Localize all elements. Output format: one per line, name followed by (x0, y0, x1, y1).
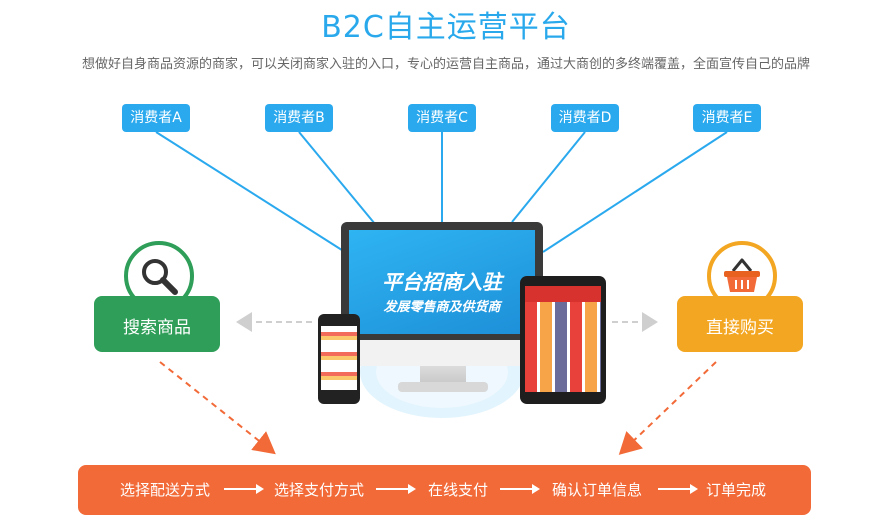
buy-to-flow-arrow (618, 361, 717, 455)
flow-step-confirm-order: 确认订单信息 (552, 481, 643, 499)
tablet-banner (525, 286, 601, 302)
consumer-line-e (542, 131, 728, 253)
flow-arrow-icon (658, 484, 698, 494)
monitor-subline: 发展零售商及供货商 (383, 300, 501, 315)
direct-buy-box: 直接购买 (677, 296, 803, 352)
consumer-line-b (298, 131, 376, 225)
consumer-c: 消费者C (408, 104, 476, 132)
consumer-d: 消费者D (551, 104, 619, 132)
search-to-flow-arrow (159, 361, 276, 455)
consumer-b: 消费者B (265, 104, 333, 132)
flow-step-complete: 订单完成 (706, 481, 767, 499)
monitor-headline: 平台招商入驻 (382, 270, 502, 294)
flow-arrow-icon (500, 484, 540, 494)
consumer-line-a (155, 131, 346, 253)
search-product-box: 搜索商品 (94, 296, 220, 352)
page-subtitle: 想做好自身商品资源的商家，可以关闭商家入驻的入口，专心的运营自主商品，通过大商创… (81, 57, 810, 72)
flow-step-delivery: 选择配送方式 (120, 481, 211, 499)
consumer-a: 消费者A (122, 104, 190, 132)
consumer-e: 消费者E (693, 104, 761, 132)
basket-icon (724, 258, 760, 292)
monitor-stand (420, 366, 466, 384)
desktop-monitor: 平台招商入驻 发展零售商及供货商 (341, 222, 543, 342)
mobile-phone (318, 314, 360, 404)
search-icon (142, 259, 178, 295)
phone-screen (321, 326, 357, 390)
monitor-base (398, 382, 488, 392)
tablet-screen (525, 286, 601, 392)
monitor-chin (341, 340, 543, 366)
page-title: B2C自主运营平台 (321, 10, 571, 45)
consumer-line-d (511, 131, 586, 223)
tablet-device (520, 276, 606, 404)
flow-arrow-icon (224, 484, 264, 494)
flow-arrow-icon (376, 484, 416, 494)
flow-step-payment-method: 选择支付方式 (274, 481, 365, 499)
order-flow-bar: 选择配送方式 选择支付方式 在线支付 确认订单信息 订单完成 (78, 465, 811, 515)
flow-step-online-pay: 在线支付 (428, 481, 489, 499)
monitor-screen: 平台招商入驻 发展零售商及供货商 (349, 230, 535, 334)
